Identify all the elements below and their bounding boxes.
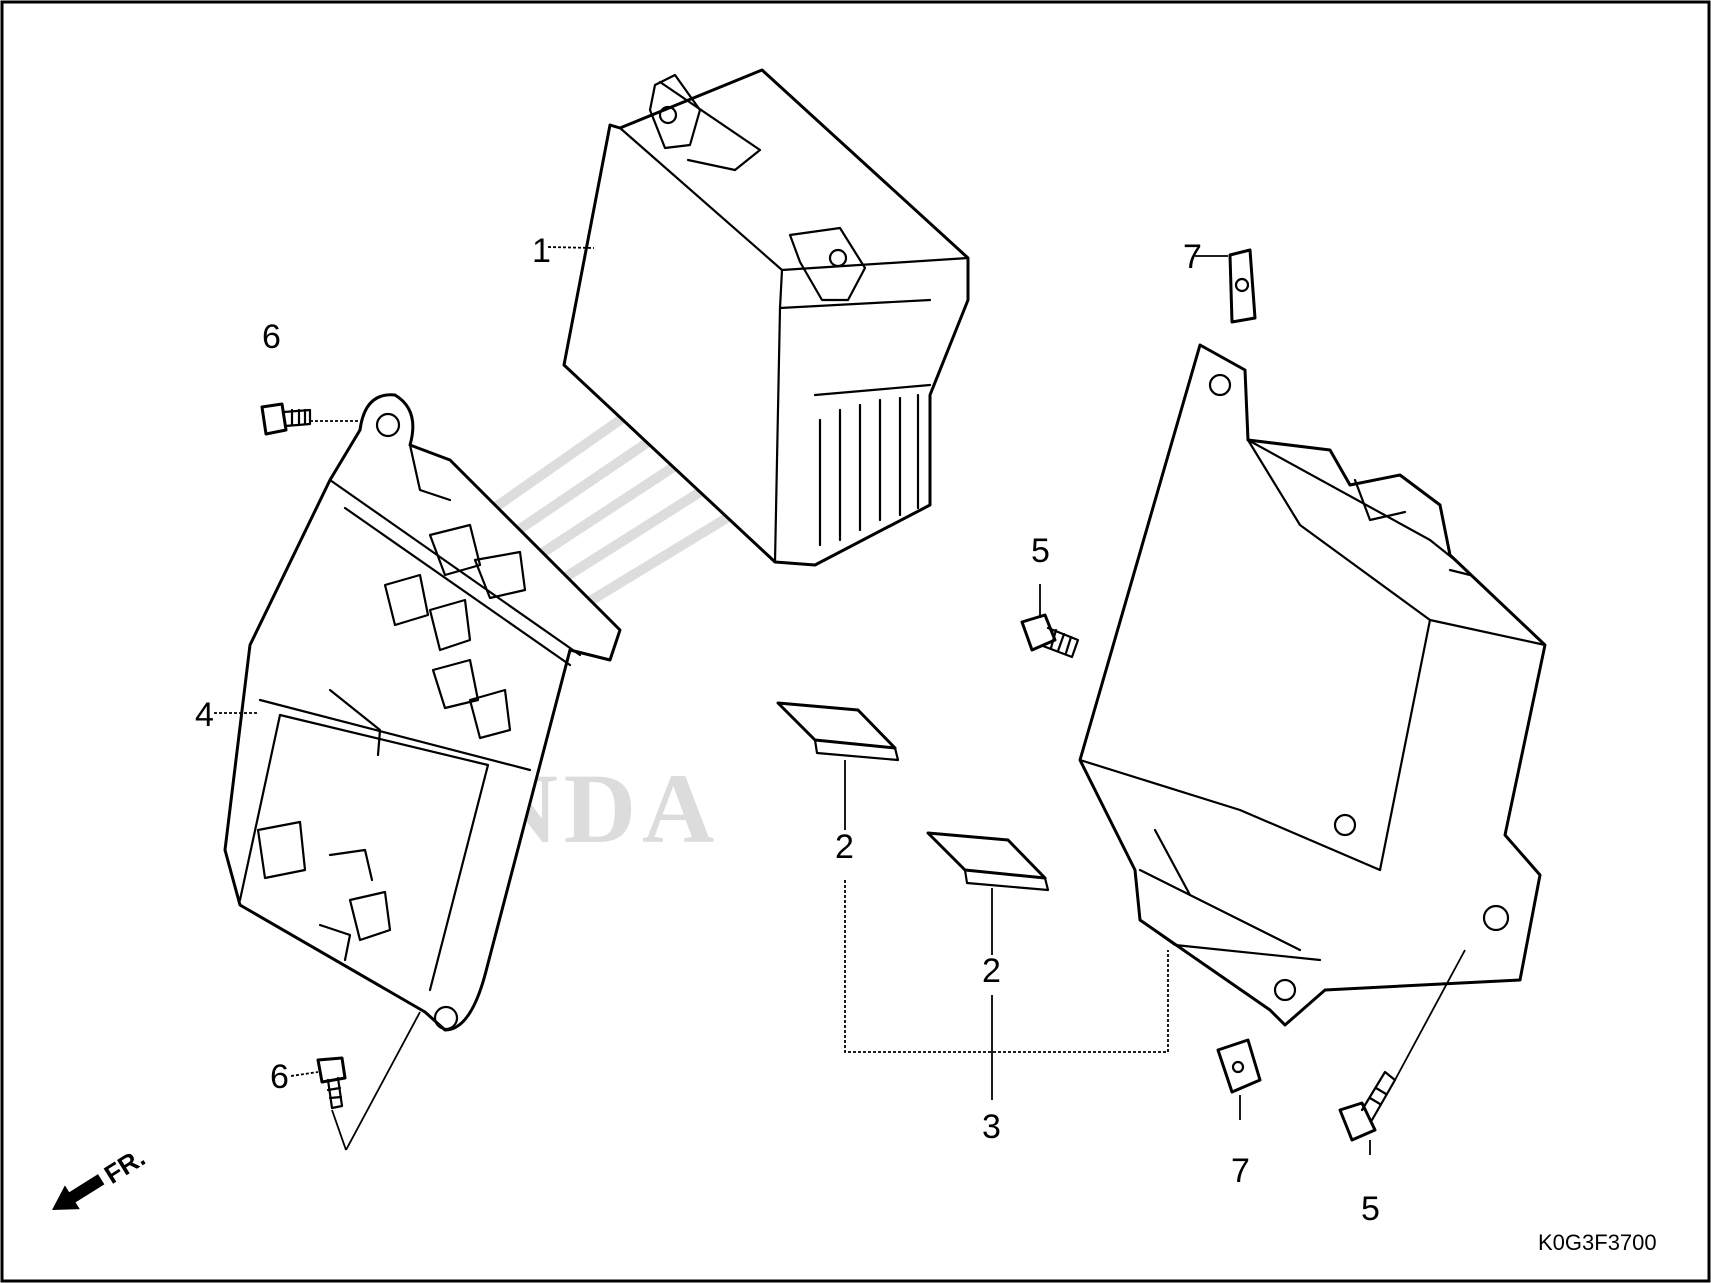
front-label: FR. (99, 1142, 150, 1190)
screw-lower-part[interactable] (316, 1056, 347, 1110)
pad-lower-part[interactable] (926, 831, 1050, 892)
battery-tray-part[interactable] (1078, 343, 1547, 1027)
leader-lines (214, 246, 1466, 1155)
callout-pad-b: 2 (982, 952, 1001, 990)
callout-bolt-lower: 5 (1361, 1190, 1380, 1228)
clip-lower-part[interactable] (1216, 1038, 1262, 1094)
callout-pad-assembly: 3 (982, 1108, 1001, 1146)
bolt-upper-part[interactable] (1020, 613, 1080, 659)
diagram-code: K0G3F3700 (1538, 1230, 1657, 1255)
callout-pad-a: 2 (835, 828, 854, 866)
battery-box-part[interactable] (223, 393, 622, 1032)
bolt-lower-part[interactable] (1338, 1070, 1397, 1142)
front-direction-arrow-icon (52, 1174, 105, 1210)
callout-clip-lower: 7 (1231, 1152, 1250, 1190)
callout-battery: 1 (532, 232, 551, 270)
callout-screw-upper: 6 (262, 318, 281, 356)
front-direction-indicator: FR. (52, 1142, 150, 1210)
screw-upper-part[interactable] (260, 402, 312, 436)
callout-screw-lower: 6 (270, 1058, 289, 1096)
callout-battery-box: 4 (195, 696, 214, 734)
callout-bolt-upper: 5 (1031, 532, 1050, 570)
pad-upper-part[interactable] (776, 701, 900, 762)
battery-part[interactable] (562, 68, 970, 567)
clip-upper-part[interactable] (1228, 248, 1257, 324)
callout-clip-upper: 7 (1183, 238, 1202, 276)
